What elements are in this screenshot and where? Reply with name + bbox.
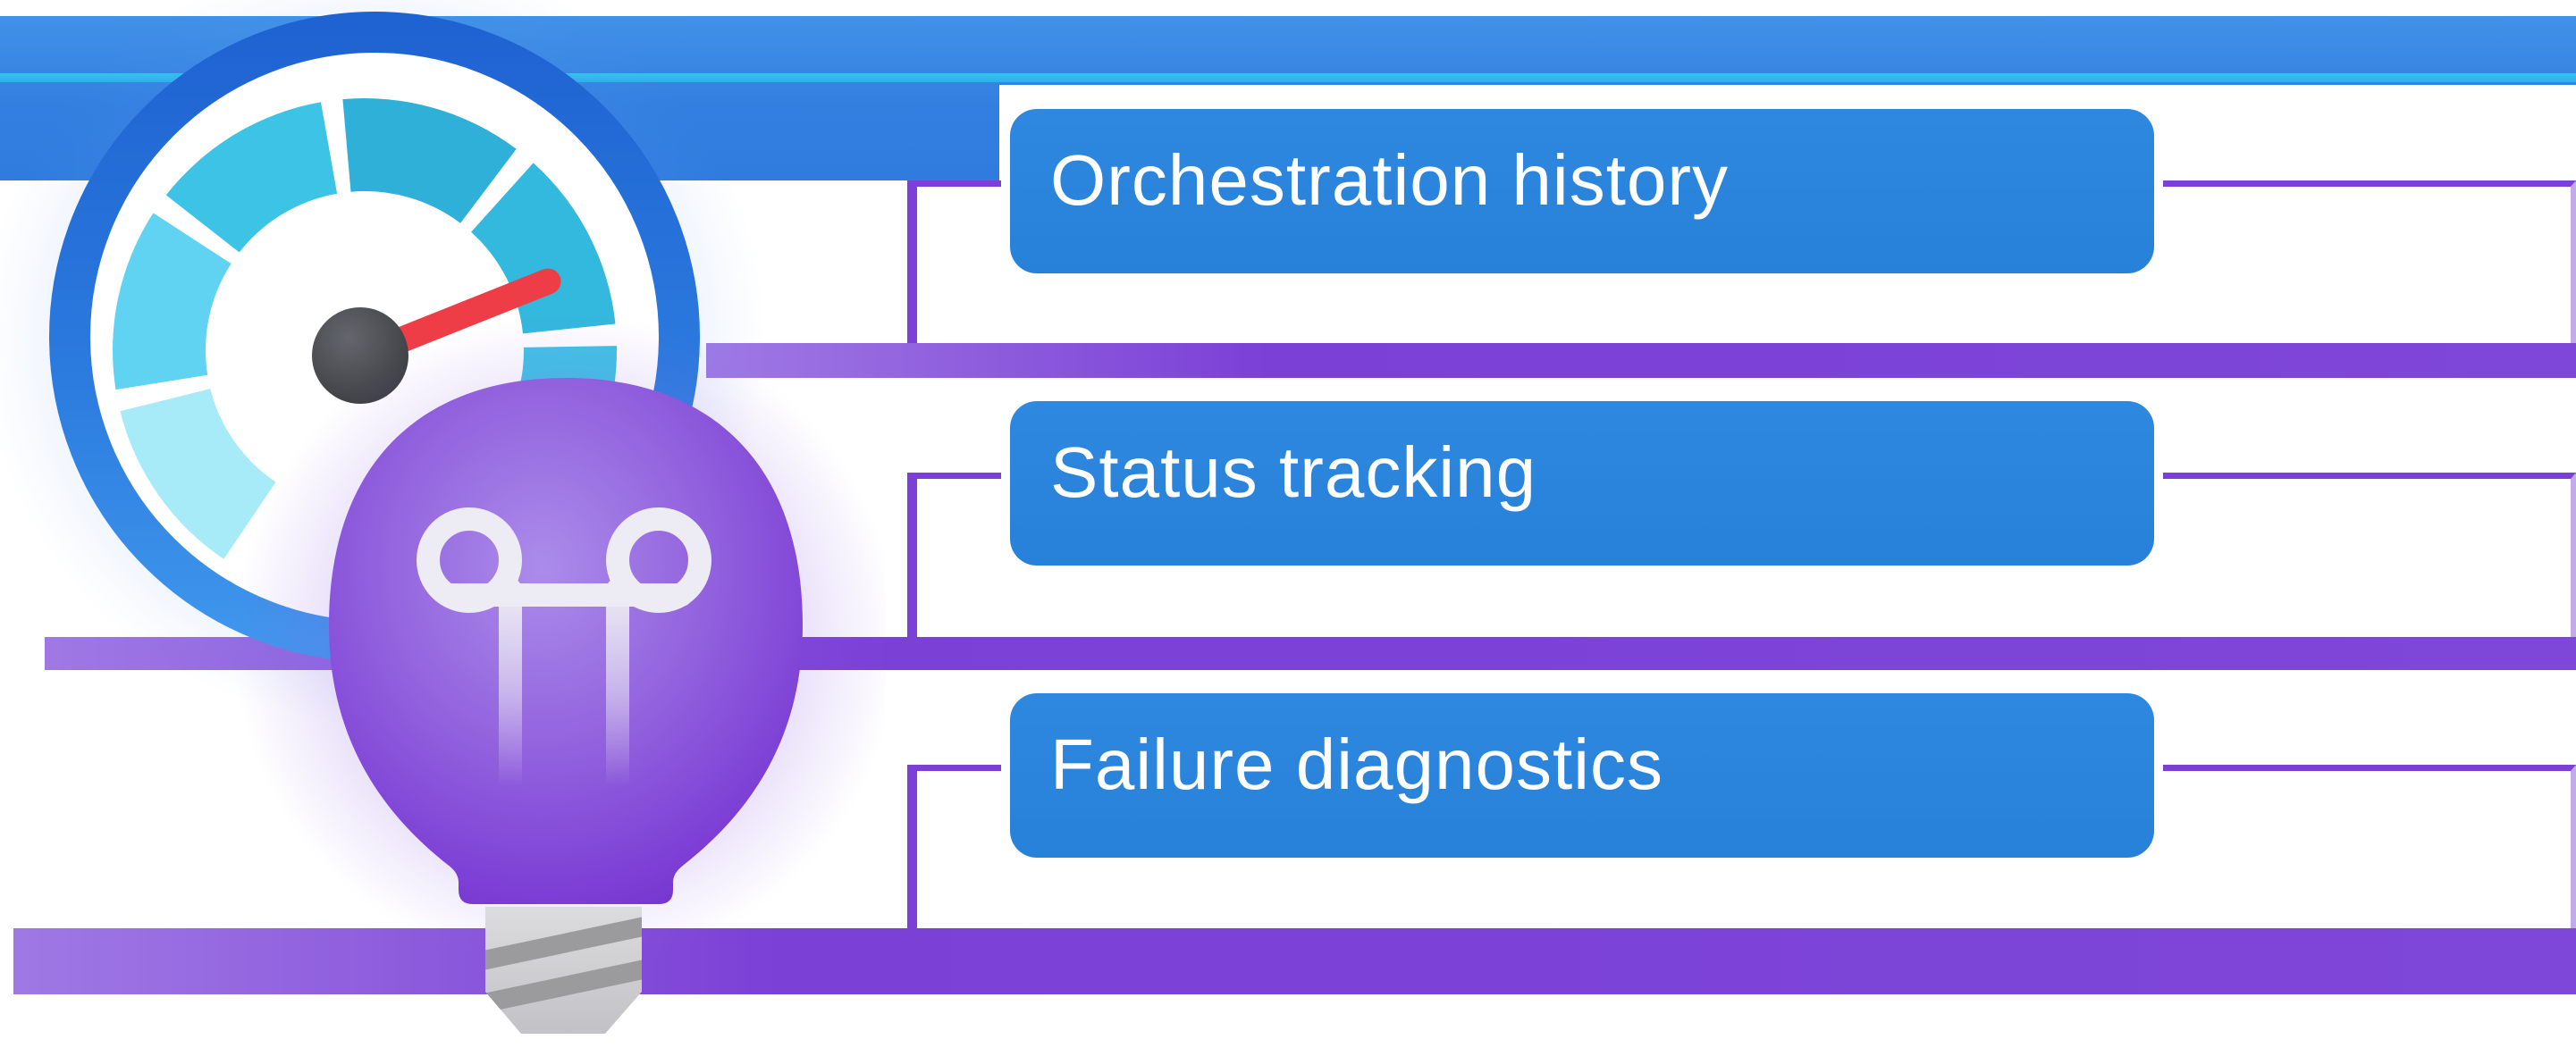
gauge-dial-segment [471,163,616,334]
feature-item-orchestration-history: Orchestration history [1010,109,2154,273]
top-band-cyan-stripe [0,73,2576,82]
gauge-dial-segment [120,389,276,559]
feature-item-status-tracking: Status tracking [1010,401,2154,566]
lightbulb-icon [233,313,885,1034]
feature-label: Failure diagnostics [1050,725,1663,804]
feature-label: Status tracking [1050,432,1537,512]
bulb-screw-base [485,907,642,1034]
separator-band-1 [706,343,2576,378]
gauge-dial-segment [165,102,338,253]
icon-group [0,0,885,1034]
feature-item-failure-diagnostics: Failure diagnostics [1010,693,2154,858]
feature-label: Orchestration history [1050,140,1730,220]
bulb-body [329,378,803,904]
gauge-dial-segment [342,98,517,223]
bulb-filament [417,507,711,793]
gauge-dial-segment [113,213,232,390]
